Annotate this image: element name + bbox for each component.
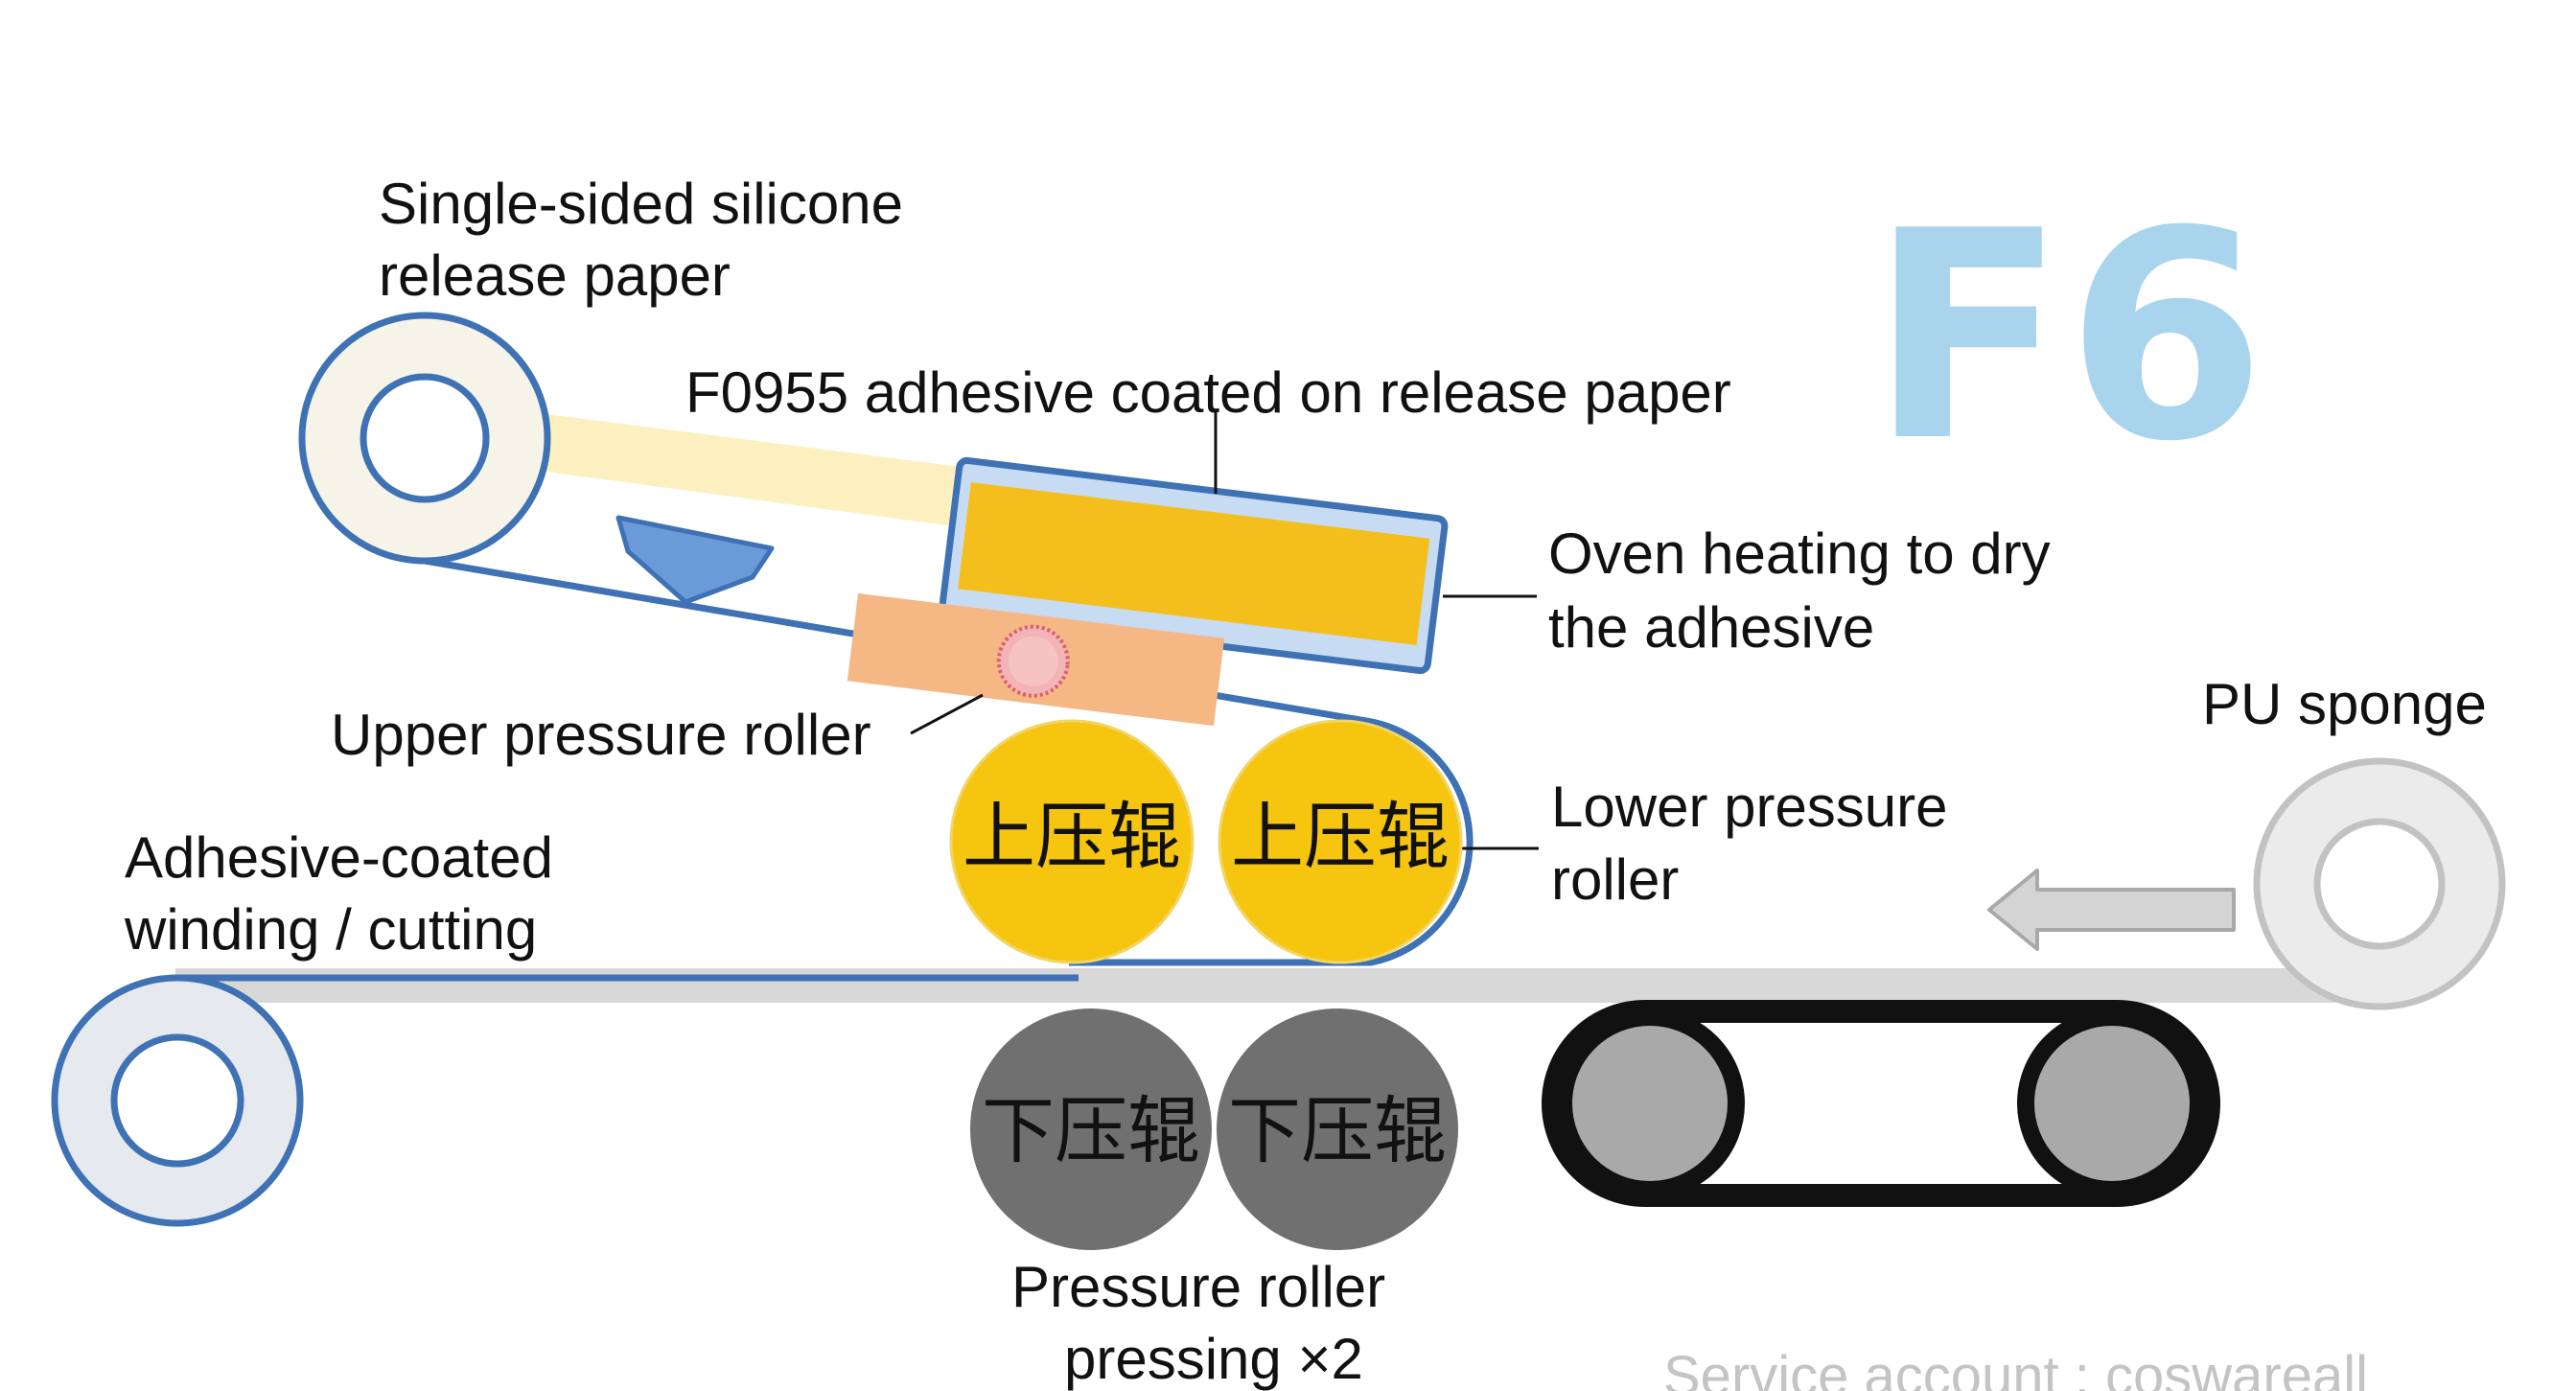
watermark-text: Service account : coswareall	[1663, 1345, 2368, 1391]
release-paper-roll	[298, 312, 551, 565]
upper-roller-left: 上压辊	[949, 719, 1195, 964]
leader-upper-roller	[910, 693, 984, 735]
pu-sponge-roll	[2253, 757, 2506, 1010]
label-upper-pressure-roller: Upper pressure roller	[331, 703, 871, 767]
upper-roller-left-label: 上压辊	[963, 794, 1181, 879]
winding-roll	[51, 974, 304, 1227]
coater-head	[847, 592, 1225, 727]
label-winding: Adhesive-coated winding / cutting	[124, 825, 569, 962]
label-oven: Oven heating to dry the adhesive	[1548, 522, 2066, 660]
feed-direction-arrow-icon	[1987, 869, 2236, 951]
oven	[939, 456, 1449, 675]
upper-roller-right: 上压辊	[1218, 719, 1463, 964]
label-release-paper: Single-sided silicone release paper	[379, 172, 919, 308]
label-lower-pressure-roller: Lower pressure roller	[1551, 775, 1963, 912]
label-adhesive-coating: F0955 adhesive coated on release paper	[685, 360, 1731, 425]
conveyor-belt	[1542, 1000, 2220, 1207]
label-pu-sponge: PU sponge	[2202, 672, 2487, 736]
lower-roller-left-label: 下压辊	[982, 1088, 1200, 1173]
label-pressing: Pressure roller pressing ×2	[1011, 1255, 1402, 1391]
release-paper-web	[424, 557, 1474, 966]
coating-blade	[615, 515, 775, 605]
upper-roller-right-label: 上压辊	[1231, 794, 1450, 879]
lower-roller-left: 下压辊	[970, 1008, 1212, 1250]
release-paper-strip	[546, 414, 983, 529]
badge-text: F6	[1869, 170, 2266, 504]
main-web	[175, 968, 2380, 1003]
lower-roller-right: 下压辊	[1217, 1008, 1458, 1250]
lower-roller-right-label: 下压辊	[1228, 1088, 1447, 1173]
